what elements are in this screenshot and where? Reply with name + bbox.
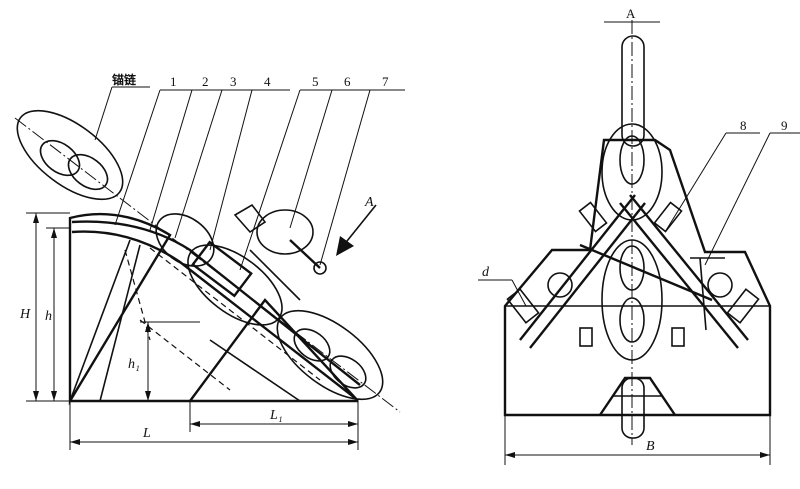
left-view: A 锚链 1 2 3 4 5 6 7 H: [14, 72, 405, 450]
leader-8: [664, 132, 727, 233]
dim-h-arrow-bottom: [51, 391, 57, 401]
view-arrow-label: A: [364, 195, 374, 210]
dim-L-arrow-left: [70, 439, 80, 445]
chain-link-1-inner: [39, 139, 81, 177]
leader-4: [209, 89, 253, 251]
chain-bottom-link: [621, 377, 645, 439]
chain-lower-link: [601, 239, 663, 361]
dim-L1-arrow-left: [190, 421, 200, 427]
rear-support-rib: [209, 339, 301, 402]
lever-pin: [313, 261, 327, 275]
view-arrow-head: [336, 236, 354, 256]
left-screw-rod: [519, 194, 636, 341]
left-upper-block: [578, 201, 608, 233]
stopper-block: [191, 240, 253, 298]
dim-B-label: B: [646, 439, 655, 454]
right-screw-rod: [629, 194, 749, 341]
right-screw-rod-2: [619, 202, 739, 349]
dim-d-label: d: [482, 265, 490, 280]
right-upper-block: [653, 201, 683, 233]
label-part-2: 2: [202, 74, 209, 89]
leader-7: [319, 89, 371, 266]
dim-h-label: h: [45, 309, 52, 324]
dim-h1-arrow-bottom: [145, 391, 151, 401]
dim-L-label: L: [142, 426, 151, 441]
right-view: A 8 9 d B: [478, 6, 800, 465]
hidden-line-3: [139, 319, 231, 391]
left-lug: [579, 327, 593, 347]
lever-arm: [289, 239, 321, 269]
dim-H-label: H: [19, 307, 31, 322]
label-part-4: 4: [264, 74, 271, 89]
handle-bracket: [233, 203, 267, 234]
leader-chain: [94, 86, 113, 141]
leader-9: [704, 132, 771, 266]
left-nut: [506, 288, 540, 324]
dim-h1-arrow-top: [145, 322, 151, 332]
slide-lower-edge: [71, 230, 356, 399]
leader-6: [289, 89, 333, 229]
label-part-1: 1: [170, 74, 177, 89]
chain-top-link: [621, 35, 645, 147]
dim-B-arrow-right: [760, 452, 770, 458]
chain-link-4-inner: [293, 328, 331, 362]
dim-L1-label: L₁: [269, 408, 283, 423]
label-part-3: 3: [230, 74, 237, 89]
front-support-rib-2: [99, 244, 141, 402]
right-lug: [671, 327, 685, 347]
cross-bar: [579, 243, 713, 302]
slide-upper-edge: [71, 220, 361, 386]
front-support-frame: [68, 212, 172, 406]
dim-L1-arrow-right: [348, 421, 358, 427]
chain-link-2: [155, 213, 215, 267]
leader-1: [114, 89, 161, 226]
chain-link-4-inner-2: [329, 355, 367, 389]
rear-support-frame: [189, 298, 359, 402]
front-support-rib: [69, 239, 131, 402]
right-nut: [726, 288, 760, 324]
right-boss: [707, 272, 733, 298]
chain-link-1: [16, 109, 124, 201]
chain-lower-link-hole-2: [619, 297, 645, 343]
hidden-line-2: [149, 247, 321, 381]
view-arrow-shaft: [342, 204, 377, 247]
chain-link-3: [187, 244, 283, 326]
dim-h1-label: h₁: [128, 357, 140, 372]
handle-post: [699, 257, 707, 331]
leader-3: [174, 89, 223, 239]
hidden-line-1: [124, 249, 151, 341]
housing-outline: [503, 138, 772, 417]
lever-hub: [256, 209, 314, 255]
left-boss: [547, 272, 573, 298]
label-part-7: 7: [382, 74, 389, 89]
leader-2: [149, 89, 193, 231]
leader-5: [239, 89, 301, 271]
leader-d: [511, 279, 527, 307]
dim-H-arrow-bottom: [33, 391, 39, 401]
dim-L-arrow-right: [348, 439, 358, 445]
dim-h-arrow-top: [51, 228, 57, 238]
label-part-6: 6: [344, 74, 351, 89]
chain-centerline: [14, 117, 401, 413]
label-part-5: 5: [312, 74, 319, 89]
chain-upper-link-hole: [619, 135, 645, 185]
view-A-label: A: [626, 6, 636, 21]
label-part-9: 9: [781, 118, 788, 133]
left-screw-rod-2: [529, 202, 646, 349]
chain-link-1-inner-2: [67, 153, 109, 191]
chain-lower-link-hole-1: [619, 245, 645, 291]
chain-link-4: [276, 309, 384, 401]
dim-B-arrow-left: [505, 452, 515, 458]
pawl-link: [249, 249, 301, 301]
dim-H-arrow-top: [33, 213, 39, 223]
label-anchor-chain: 锚链: [112, 72, 137, 87]
label-part-8: 8: [740, 118, 747, 133]
